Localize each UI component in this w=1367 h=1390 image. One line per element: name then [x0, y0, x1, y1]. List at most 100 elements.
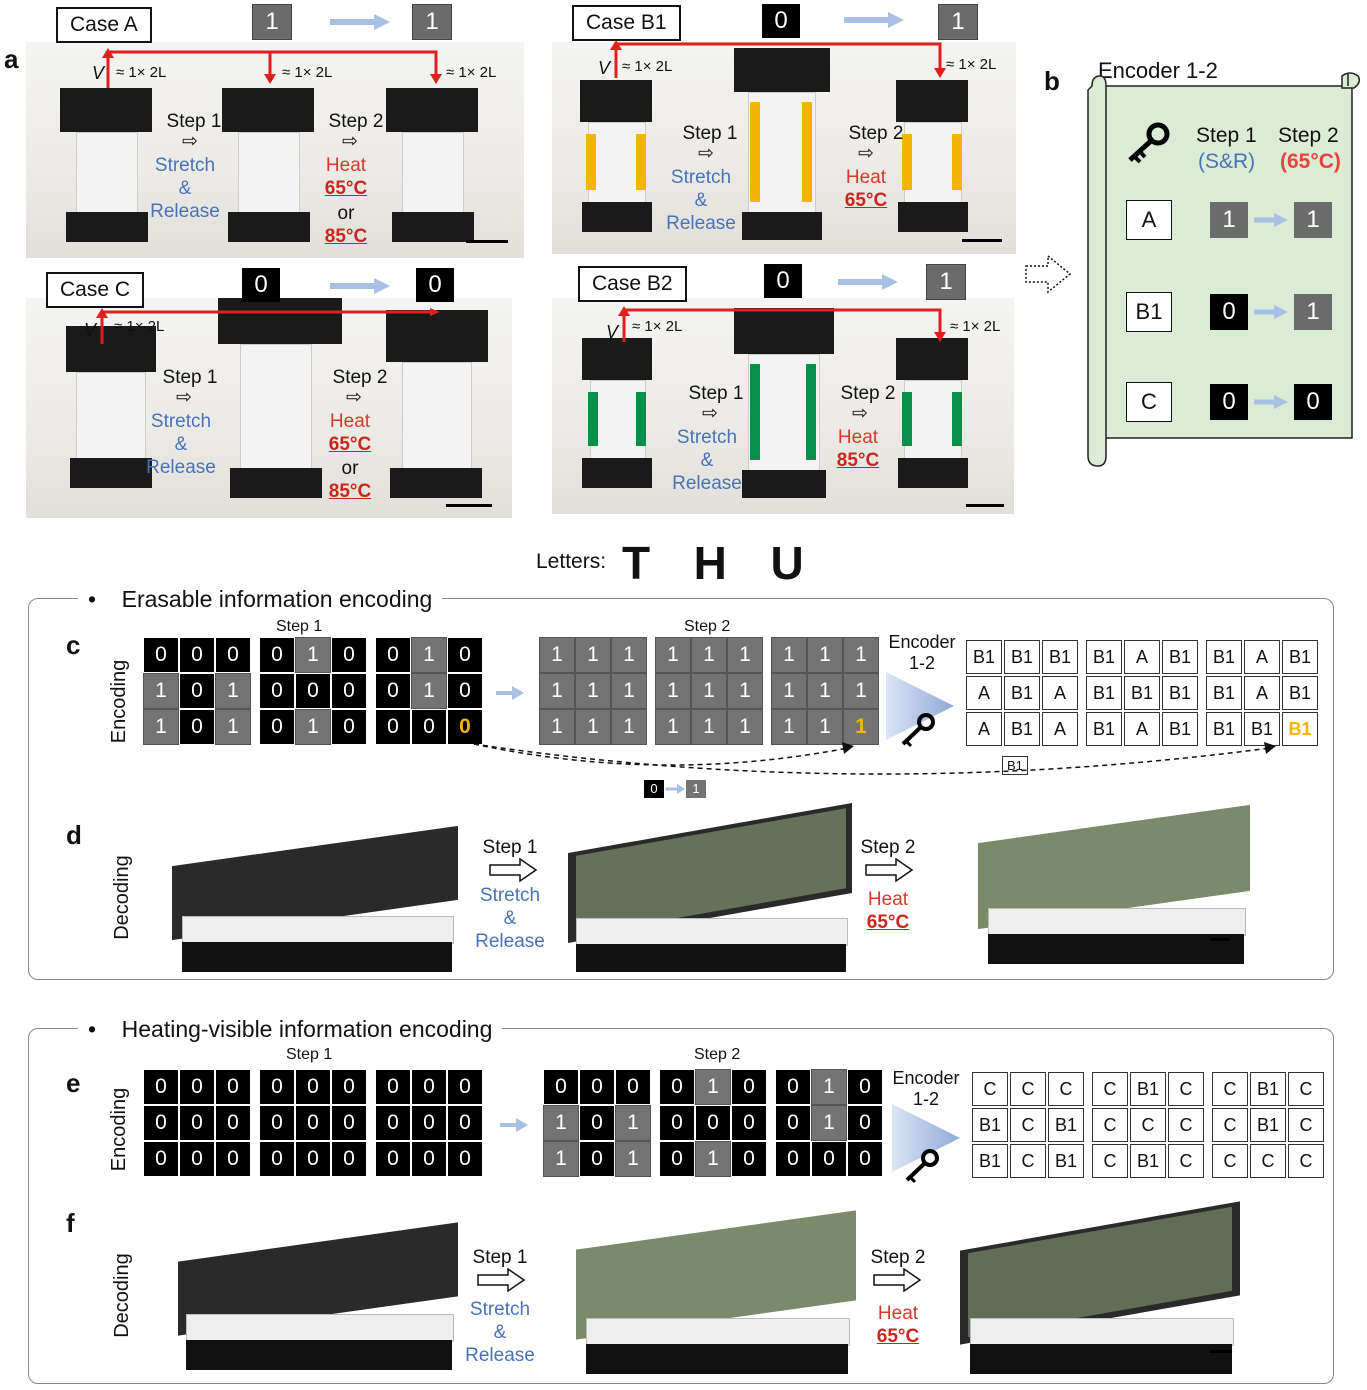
encoder-cell: A — [1042, 676, 1078, 710]
bit-cell: 1 — [539, 673, 575, 709]
displacement-label: ≈ 1× 2L — [950, 318, 1001, 335]
stretch-label: Stretch — [154, 155, 216, 176]
bit-cell: 1 — [215, 673, 251, 709]
bit-cell: 1 — [143, 709, 179, 745]
letters-label: Letters: — [536, 550, 607, 573]
pale-arrow — [1254, 213, 1288, 232]
case-b2-bit-before: 0 — [764, 264, 802, 298]
bit-cell: 1 — [215, 709, 251, 745]
device-array-photo — [958, 1196, 1244, 1376]
bit-cell: 1 — [411, 673, 447, 709]
velocity-label: V — [598, 58, 611, 78]
decoding-label: Decoding — [110, 1253, 133, 1338]
bit-cell: 0 — [448, 1142, 482, 1176]
arrow-icon: ⇨ — [182, 131, 198, 152]
bit-cell: 0 — [848, 1142, 882, 1176]
displacement-label: ≈ 1× 2L — [446, 64, 497, 81]
scale-bar — [466, 240, 508, 243]
bit-cell: 0 — [732, 1106, 766, 1140]
bit-cell: 0 — [696, 1106, 730, 1140]
bit-cell: 0 — [448, 1106, 482, 1140]
grid-spacer — [768, 1106, 774, 1140]
case-a-bit-before: 1 — [252, 4, 292, 40]
bit-cell: 0 — [412, 1106, 446, 1140]
temp-label: 65°C — [866, 912, 910, 933]
bit-cell: 1 — [611, 709, 647, 745]
device-base — [228, 212, 310, 242]
panel-label-b: b — [1044, 66, 1060, 96]
key-icon — [901, 713, 935, 748]
bit-cell: 1 — [807, 637, 843, 673]
bit-cell: 0 — [260, 1070, 294, 1104]
arrow-icon — [865, 858, 914, 882]
bit-cell: 0 — [296, 1070, 330, 1104]
bit-cell: 0 — [376, 710, 410, 744]
bit-cell: 0 — [296, 1142, 330, 1176]
step2-label: Step 2 — [870, 1247, 926, 1268]
bit-cell: 0 — [660, 1106, 694, 1140]
temp-label: 65°C — [328, 434, 372, 455]
bit-cell: 1 — [295, 637, 331, 673]
bit-cell: 0 — [180, 1142, 214, 1176]
stretch-label: Stretch — [479, 885, 541, 906]
device-top-block — [218, 298, 342, 344]
bit-cell: 0 — [376, 1106, 410, 1140]
bit-cell: 1 — [615, 1141, 651, 1177]
encoding-label: Encoding — [108, 1087, 131, 1172]
green-part — [902, 392, 912, 446]
device-top-block — [66, 326, 156, 372]
grid-spacer — [1080, 676, 1084, 710]
device-base — [582, 458, 652, 488]
encoder-cell: B1 — [1004, 676, 1040, 710]
grid-spacer — [768, 1142, 774, 1176]
bit-cell: 0 — [216, 1106, 250, 1140]
red-connector — [618, 306, 946, 342]
encoder-cell: B1 — [1130, 1144, 1166, 1178]
encoder-cell: C — [1168, 1108, 1204, 1142]
step1-label: Step 1 — [286, 1046, 333, 1063]
bit-cell: 1 — [695, 1141, 731, 1177]
temp-label: 65°C — [844, 190, 888, 211]
encoder-cell: C — [1130, 1108, 1166, 1142]
stretch-label: Stretch — [469, 1299, 531, 1320]
grid-spacer — [1200, 676, 1204, 710]
legend-from: 0 — [644, 780, 664, 798]
encoder-cell: A — [1042, 712, 1078, 746]
bit-cell: 0 — [180, 710, 214, 744]
bit-cell: 1 — [575, 673, 611, 709]
grid-spacer — [368, 710, 374, 744]
device-base — [742, 470, 826, 498]
encoder-cell: A — [966, 712, 1002, 746]
encoder-cell: C — [1010, 1072, 1046, 1106]
grid-spacer — [768, 1070, 774, 1104]
encoder-cell: C — [1092, 1144, 1128, 1178]
or-label: or — [337, 203, 355, 224]
bit-cell: 0 — [144, 1070, 178, 1104]
arrow-icon: ⇨ — [858, 143, 874, 164]
encoder-bit-before: 0 — [1210, 384, 1248, 420]
device-base — [898, 202, 968, 232]
case-c-photo — [26, 298, 512, 518]
bit-cell: 1 — [695, 1069, 731, 1105]
red-connector — [610, 40, 946, 78]
scale-bar — [1210, 1350, 1232, 1353]
encoder-title: Encoder 1-2 — [1098, 58, 1218, 83]
bit-cell: 0 — [144, 1142, 178, 1176]
heat-label: Heat — [837, 427, 879, 448]
bit-cell: 1 — [811, 1105, 847, 1141]
grid-spacer — [1086, 1144, 1090, 1178]
encoder-cell: C — [1288, 1072, 1324, 1106]
bit-cell: 1 — [691, 673, 727, 709]
pale-arrow — [666, 784, 685, 794]
bit-cell: 1 — [843, 709, 879, 745]
encoder-cell: C — [1168, 1144, 1204, 1178]
amp-label: & — [503, 908, 517, 929]
case-a-photo — [26, 42, 524, 258]
device-base — [230, 468, 322, 498]
arrow-icon: ⇨ — [346, 387, 362, 408]
bit-cell: 1 — [575, 637, 611, 673]
encoder-triangle — [892, 1104, 960, 1172]
